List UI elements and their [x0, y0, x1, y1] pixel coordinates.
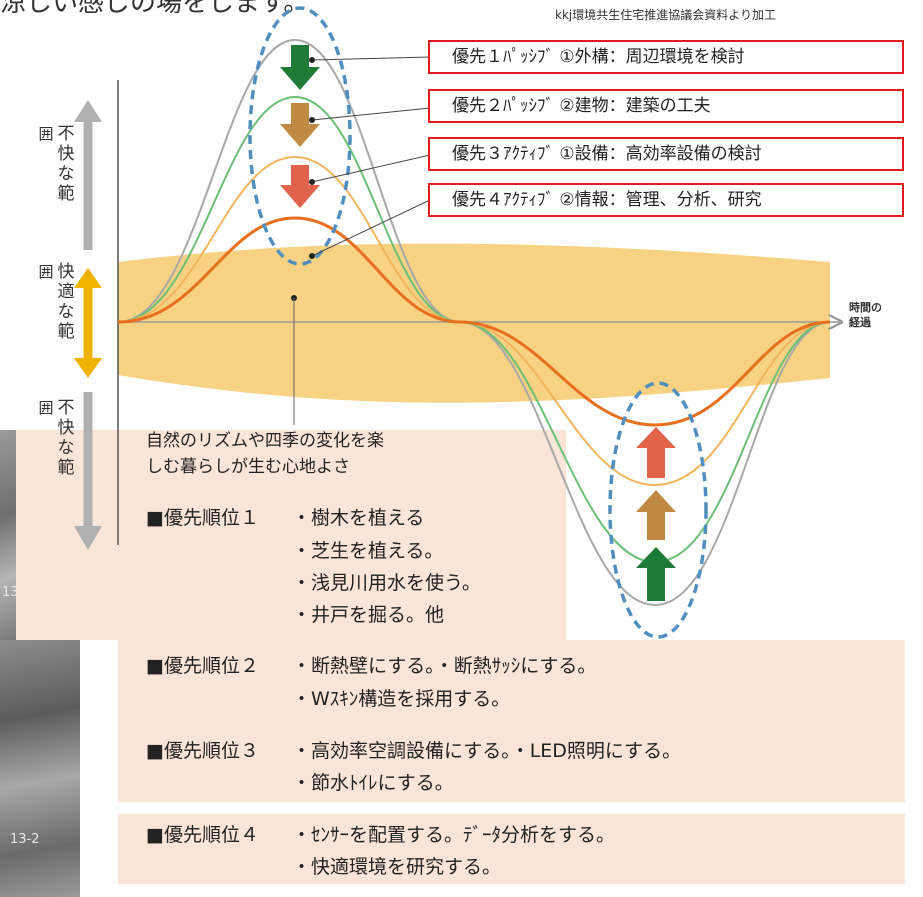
comfort-caption-line2: しむ暮らしが生む心地よさ	[146, 457, 350, 477]
measure-3-item: ・高効率空調設備にする。・LED照明にする。	[292, 740, 682, 762]
lower-range-arrow	[74, 392, 102, 550]
leader-line-3	[311, 154, 431, 183]
background-photo-bottom: 13-2	[0, 640, 80, 897]
measure-bg-priority2-3	[118, 640, 905, 802]
measure-2-title: ■優先順位２	[146, 655, 259, 677]
measure-3-item: ・節水ﾄｲﾚにする。	[292, 772, 454, 794]
heading-fragment: 涼しい感じの場をします。	[0, 0, 310, 18]
priority-box-4: 優先４ｱｸﾃｨﾌﾞ ②情報：管理、分析、研究	[428, 183, 904, 217]
measure-1-title: ■優先順位１	[146, 507, 259, 529]
measure-2-item: ・Wｽｷﾝ構造を採用する。	[292, 688, 511, 710]
lower-zone-label: 不快な範	[57, 398, 75, 478]
measure-bg-priority1	[118, 488, 566, 640]
arrow-up-green	[636, 547, 676, 601]
measure-bg-priority4	[118, 814, 905, 884]
leader-line-2	[311, 107, 431, 121]
leader-line-4	[311, 199, 431, 257]
measure-3-title: ■優先順位３	[146, 740, 259, 762]
priority-box-2: 優先２ﾊﾟｯｼﾌﾞ ②建物：建築の工夫	[428, 89, 904, 123]
upper-dashed-ellipse	[248, 6, 352, 266]
measure-2-item: ・断熱壁にする。・断熱ｻｯｼにする。	[292, 655, 597, 677]
upper-range-arrow	[74, 100, 102, 250]
priority-box-3: 優先３ｱｸﾃｨﾌﾞ ①設備：高効率設備の検討	[428, 137, 904, 171]
time-axis-label-line1: 時間の	[849, 301, 882, 314]
lower-zone-label-col2: 囲	[38, 399, 54, 417]
photo-mark: 13-2	[10, 832, 40, 847]
comfort-caption: 自然のリズムや四季の変化を楽 しむ暮らしが生む心地よさ	[146, 428, 384, 480]
measure-1-item: ・樹木を植える	[292, 507, 425, 529]
arrow-up-red	[636, 427, 676, 478]
priority-box-1: 優先１ﾊﾟｯｼﾌﾞ ①外構：周辺環境を検討	[428, 40, 904, 74]
middle-zone-label: 快適な範	[57, 262, 75, 342]
photo-mark: 13	[2, 585, 19, 600]
measure-4-item: ・快適環境を研究する。	[292, 856, 502, 878]
middle-zone-label-col2: 囲	[38, 263, 54, 281]
time-axis-label: 時間の 経過	[849, 300, 897, 330]
arrow-down-brown	[280, 103, 320, 147]
measure-4-title: ■優先順位４	[146, 824, 259, 846]
comfort-caption-line1: 自然のリズムや四季の変化を楽	[146, 431, 384, 451]
measure-1-item: ・芝生を植える。	[292, 540, 444, 562]
curve-dark-orange	[117, 216, 831, 427]
background-photo-left: 13	[0, 430, 19, 640]
arrow-up-brown	[636, 490, 676, 540]
lower-dashed-ellipse	[608, 381, 708, 639]
comfort-range-arrow	[74, 268, 102, 378]
upper-zone-label-col2: 囲	[38, 125, 54, 143]
measure-1-item: ・浅見川用水を使う。	[292, 572, 481, 594]
time-axis-label-line2: 経過	[849, 316, 871, 329]
source-note: kkj環境共生住宅推進協議会資料より加工	[555, 8, 776, 22]
upper-zone-label: 不快な範	[57, 124, 75, 204]
measure-4-item: ・ｾﾝｻｰを配置する。ﾃﾞｰﾀ分析をする。	[292, 824, 616, 846]
leader-line-1	[311, 56, 431, 61]
arrow-down-red	[280, 165, 320, 208]
arrow-down-green	[280, 45, 320, 90]
measure-1-item: ・井戸を掘る。他	[292, 604, 445, 626]
